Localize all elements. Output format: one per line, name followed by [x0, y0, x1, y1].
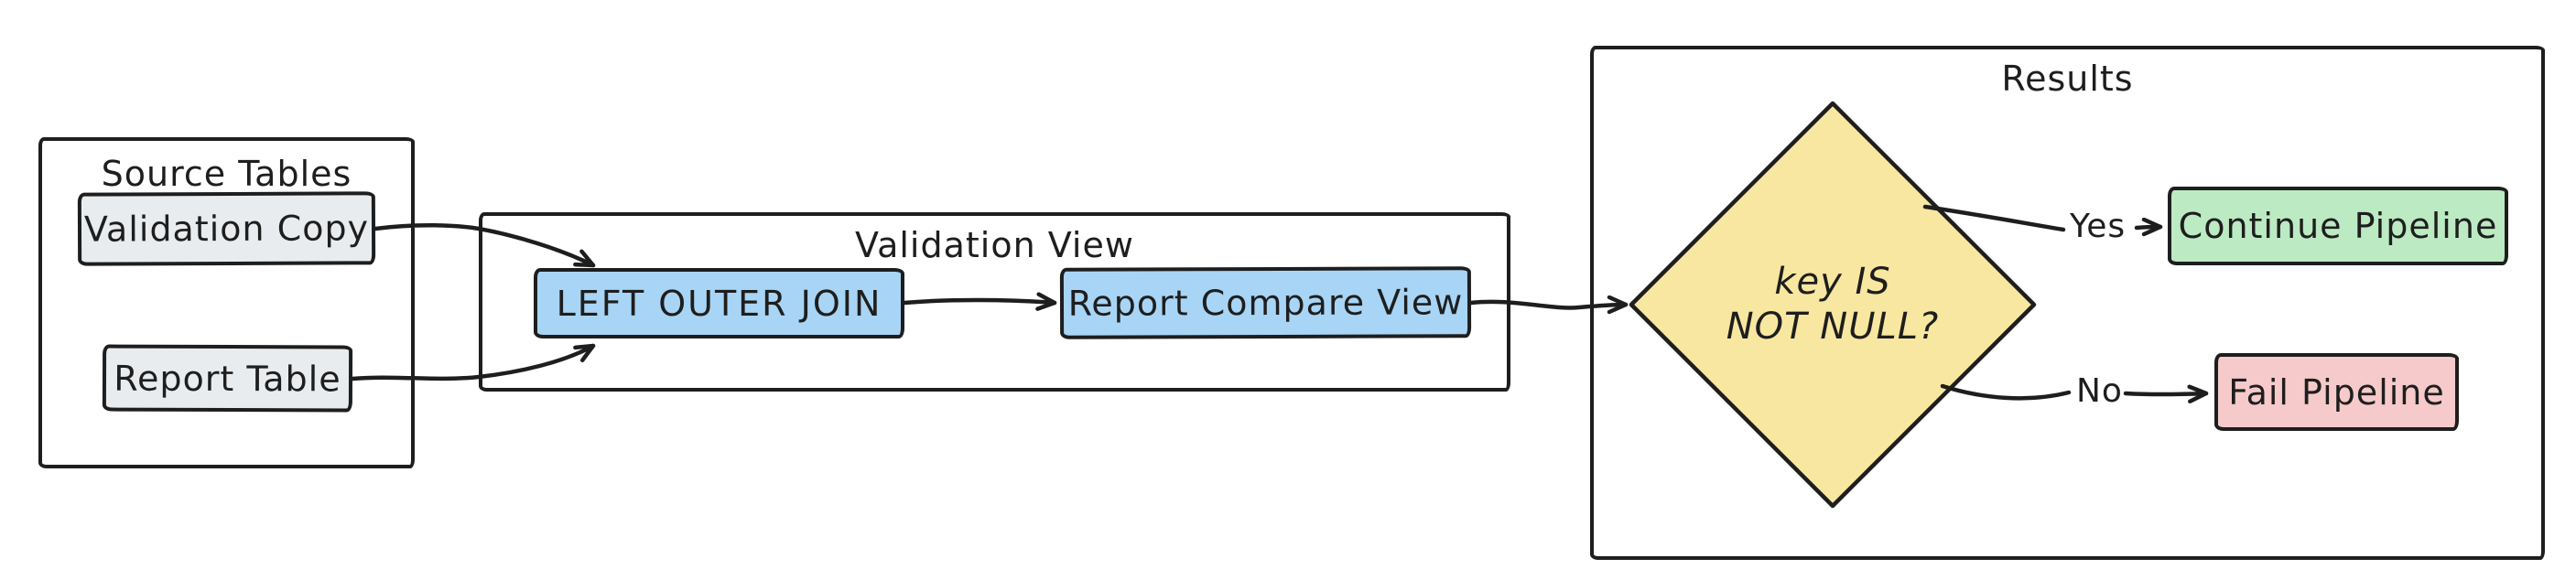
results-title: Results	[2001, 59, 2134, 99]
yes-edge-label: Yes	[2070, 208, 2127, 245]
no-edge-label: No	[2076, 372, 2123, 410]
validation-view-group: Validation View	[479, 212, 1510, 392]
validation-copy-node: Validation Copy	[77, 191, 376, 266]
decision-label-line1: key IS	[1774, 261, 1891, 303]
fail-pipeline-node: Fail Pipeline	[2214, 353, 2459, 431]
report-compare-view-node: Report Compare View	[1059, 266, 1472, 339]
continue-pipeline-node: Continue Pipeline	[2168, 187, 2508, 265]
source-tables-group: Source Tables	[38, 137, 415, 468]
report-table-node: Report Table	[102, 344, 353, 413]
validation-view-title: Validation View	[855, 225, 1134, 265]
decision-node-label: key IS NOT NULL?	[1700, 260, 1965, 349]
decision-label-line2: NOT NULL?	[1726, 306, 1940, 348]
left-outer-join-node: LEFT OUTER JOIN	[534, 268, 904, 338]
source-tables-title: Source Tables	[101, 154, 352, 194]
